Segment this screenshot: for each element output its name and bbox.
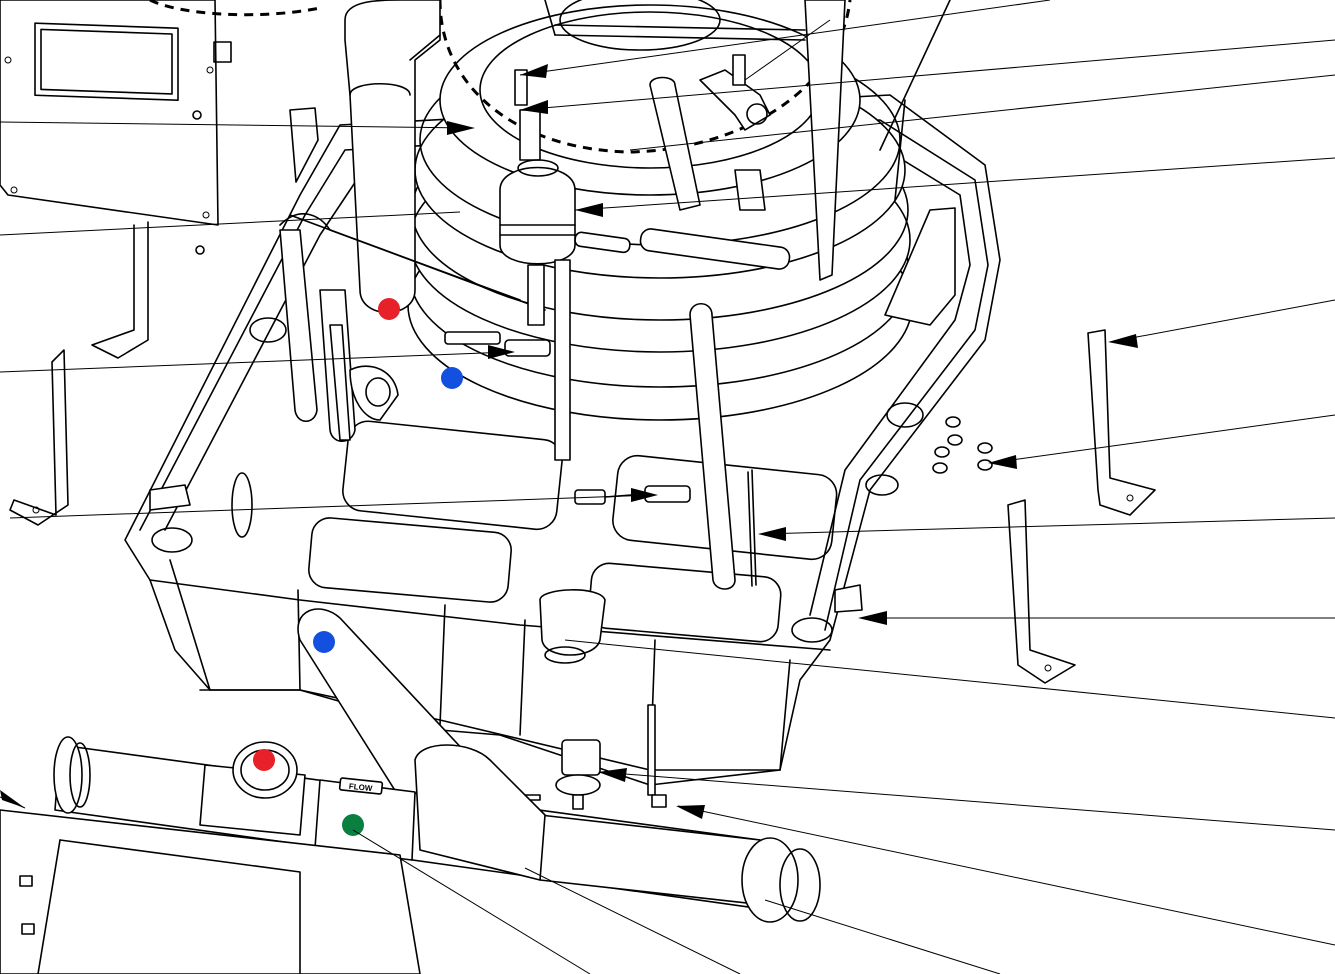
flow-label-sticker: FLOW [338, 777, 384, 795]
callout-leader-9 [1109, 299, 1335, 343]
callout-leader-8 [0, 351, 511, 373]
callout-leader-19 [352, 829, 591, 974]
callout-arrow-1 [520, 64, 548, 78]
color-markers [253, 298, 463, 836]
flow-label-text: FLOW [348, 782, 373, 793]
pressure-switch [517, 704, 667, 810]
callout-leader-17 [764, 899, 1001, 974]
callout-leader-18 [524, 867, 741, 974]
callout-leader-11 [9, 494, 656, 519]
callout-arrow-8 [488, 345, 515, 359]
callout-leader-12 [759, 517, 1335, 535]
callout-arrow-2 [520, 100, 548, 114]
return-pipe-vertical [574, 76, 791, 590]
tray-brackets [149, 107, 956, 613]
mounting-bracket-left [9, 349, 69, 526]
callout-leader-14 [564, 639, 1335, 719]
marker-cold-upper [441, 367, 463, 389]
callout-arrow-10 [988, 455, 1017, 469]
expansion-vessel [499, 109, 576, 461]
left-side-pipes [279, 213, 546, 443]
callout-arrow-20 [0, 790, 25, 808]
callout-leader-6 [0, 121, 471, 129]
mounting-bracket-right-lower [1007, 499, 1076, 684]
callout-leader-1 [519, 0, 1051, 76]
callout-arrow-15 [598, 768, 627, 782]
fastener-set [932, 416, 993, 474]
sensor-connector-mid [444, 331, 551, 357]
drain-fitting [349, 365, 399, 421]
marker-hot-upper [378, 298, 400, 320]
callout-arrow-5 [575, 203, 603, 217]
marker-sensor-lower [342, 814, 364, 836]
callout-arrow-13 [858, 611, 887, 625]
marker-cold-lower [313, 631, 335, 653]
callout-leader-5 [574, 157, 1335, 211]
callout-leader-20 [0, 796, 26, 809]
callout-leader-4 [629, 74, 1335, 151]
callout-arrow-9 [1108, 334, 1138, 348]
callout-leader-7 [0, 211, 461, 236]
callout-leader-15 [599, 771, 1335, 831]
callout-leader-16 [677, 805, 1335, 946]
callout-arrow-16 [676, 805, 705, 819]
supply-pipe-upper [344, 0, 441, 314]
probe-rod [747, 469, 757, 587]
drain-cap [539, 589, 606, 664]
marker-hot-lower [253, 749, 275, 771]
control-box [0, 0, 232, 255]
callout-leader-10 [989, 414, 1335, 464]
front-panel [0, 809, 421, 974]
support-frame [544, 0, 951, 281]
callout-leader-3 [744, 19, 831, 81]
mounting-bracket-right-upper [1087, 329, 1156, 516]
top-valve [514, 54, 771, 131]
callout-arrow-6 [447, 121, 475, 135]
callout-arrow-12 [758, 527, 786, 541]
dashed-outline-top [149, 0, 321, 17]
callout-leader-2 [519, 39, 1335, 111]
callout-arrow-11 [631, 488, 658, 502]
mounting-bracket-left-upper [91, 221, 149, 359]
